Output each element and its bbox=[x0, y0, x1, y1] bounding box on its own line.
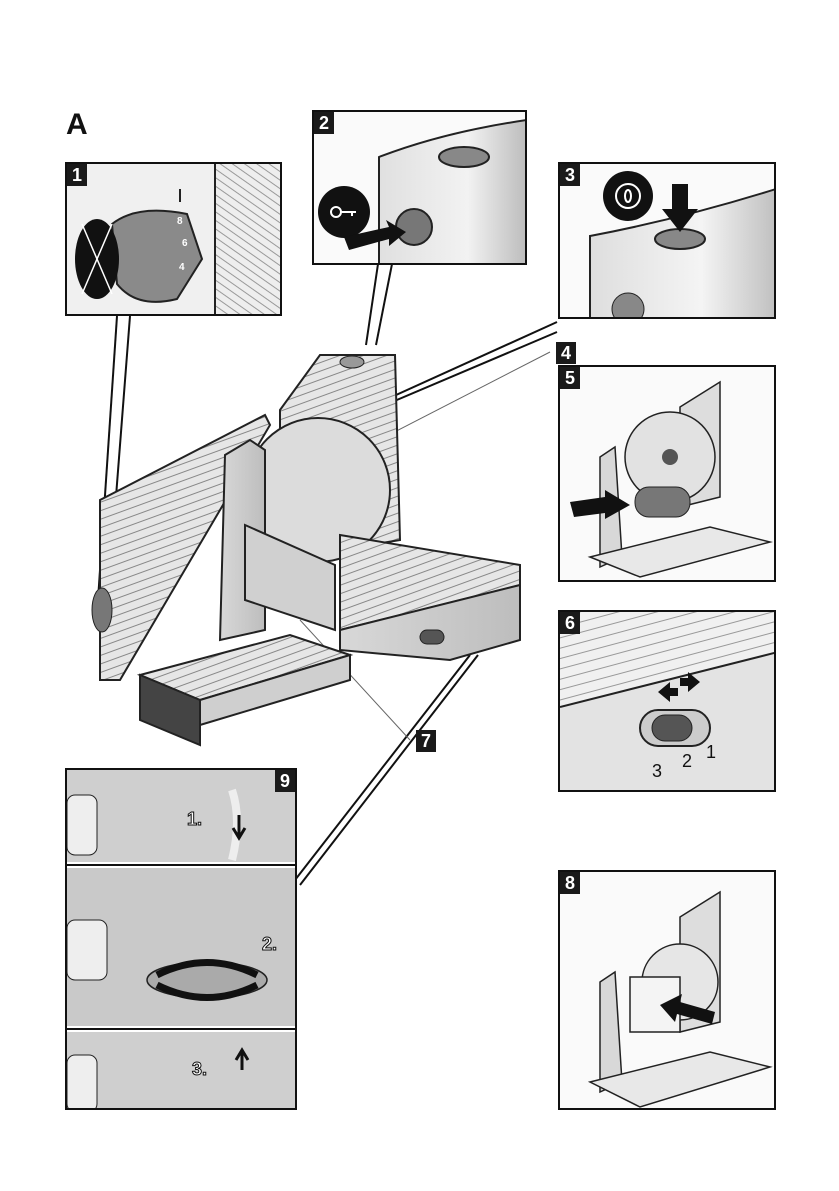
panel-badge-9: 9 bbox=[275, 770, 295, 792]
step-label-2: 2. bbox=[262, 934, 277, 954]
slider-knob bbox=[652, 715, 692, 741]
position-label-1: 1 bbox=[706, 742, 716, 762]
step-label-1: 1. bbox=[187, 809, 202, 829]
panel-badge-6: 6 bbox=[560, 612, 580, 634]
panel-badge-3: 3 bbox=[560, 164, 580, 186]
panel-6-lock-slider: 6 3 2 1 bbox=[558, 610, 776, 792]
leader-line-2a bbox=[366, 264, 378, 345]
step-label-3: 3. bbox=[192, 1059, 207, 1079]
housing bbox=[379, 120, 527, 265]
panel-5-carriage-slide: 5 bbox=[558, 365, 776, 582]
lock-slider-detail: 3 2 1 bbox=[560, 612, 776, 792]
panel-badge-1: 1 bbox=[67, 164, 87, 186]
panel-badge-8: 8 bbox=[560, 872, 580, 894]
knob bbox=[67, 795, 97, 855]
carriage-lock-slider bbox=[420, 630, 444, 644]
position-label-3: 3 bbox=[652, 761, 662, 781]
slicer-main-illustration bbox=[90, 340, 530, 760]
thickness-knob bbox=[92, 588, 112, 632]
panel-badge-5: 5 bbox=[560, 367, 580, 389]
remnant-holder-detail bbox=[560, 872, 776, 1110]
blade-screw bbox=[147, 962, 267, 998]
food-item bbox=[635, 487, 690, 517]
thickness-knob-detail: 8 6 4 bbox=[67, 164, 282, 316]
safety-button bbox=[612, 293, 644, 319]
safety-button bbox=[396, 209, 432, 245]
safety-button-detail bbox=[314, 112, 527, 265]
panel-badge-2: 2 bbox=[314, 112, 334, 134]
power-button bbox=[340, 356, 364, 368]
power-symbol-badge bbox=[603, 171, 653, 221]
position-label-2: 2 bbox=[682, 751, 692, 771]
scale-mark-4: 4 bbox=[179, 262, 185, 273]
panel-1-thickness-knob: 1 8 6 4 bbox=[65, 162, 282, 316]
carriage-slide-detail bbox=[560, 367, 776, 582]
scale-mark-8: 8 bbox=[177, 216, 183, 227]
scale-mark-6: 6 bbox=[182, 238, 188, 249]
figure-letter: A bbox=[66, 108, 88, 142]
blade-removal-detail: 1. 2. 3. bbox=[67, 770, 297, 1110]
callout-badge-7: 7 bbox=[416, 730, 436, 752]
callout-badge-4: 4 bbox=[556, 342, 576, 364]
panel-9-blade-removal: 9 1. 2. 3. bbox=[65, 768, 297, 1110]
panel-8-remnant-holder: 8 bbox=[558, 870, 776, 1110]
top-button bbox=[439, 147, 489, 167]
panel-2-safety-button: 2 bbox=[312, 110, 527, 265]
power-button-detail bbox=[560, 164, 776, 319]
panel-3-power-button: 3 bbox=[558, 162, 776, 319]
leader-line-2b bbox=[376, 264, 392, 345]
